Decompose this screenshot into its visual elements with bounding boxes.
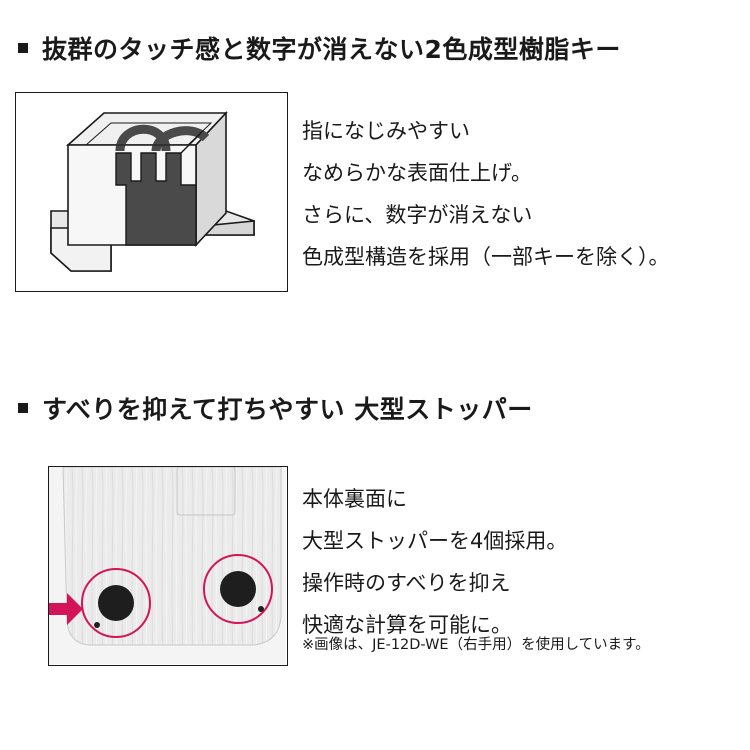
section-heading-keys: 抜群のタッチ感と数字が消えない2色成型樹脂キー [18, 30, 621, 66]
section-heading-stopper: すべりを抑えて打ちやすい 大型ストッパー [18, 390, 533, 426]
stopper-photo-svg [49, 467, 286, 664]
square-bullet-icon [18, 43, 28, 53]
desc-line: 色成型構造を採用（一部キーを除く）。 [302, 245, 670, 269]
desc-line: さらに、数字が消えない [302, 203, 533, 227]
desc-line: 指になじみやすい [302, 119, 470, 143]
stopper-description: 本体裏面に 大型ストッパーを4個採用。 操作時のすべりを抑え 快適な計算を可能に… [302, 478, 567, 646]
heading-text: すべりを抑えて打ちやすい 大型ストッパー [42, 395, 533, 424]
key-cross-section-svg [50, 110, 255, 272]
desc-line: 操作時のすべりを抑え [302, 571, 511, 595]
desc-line: なめらかな表面仕上げ。 [302, 161, 532, 185]
square-bullet-icon [18, 403, 28, 413]
keys-description: 指になじみやすい なめらかな表面仕上げ。 さらに、数字が消えない 色成型構造を採… [302, 110, 670, 278]
desc-line: 本体裏面に [302, 487, 407, 511]
image-note: ※画像は、JE-12D-WE（右手用）を使用しています。 [302, 637, 650, 653]
stopper-photo-illustration [48, 466, 288, 666]
heading-text: 抜群のタッチ感と数字が消えない2色成型樹脂キー [42, 35, 621, 64]
desc-line: 大型ストッパーを4個採用。 [302, 529, 568, 553]
key-cross-section-illustration [15, 92, 288, 292]
desc-line: 快適な計算を可能に。 [302, 613, 512, 637]
